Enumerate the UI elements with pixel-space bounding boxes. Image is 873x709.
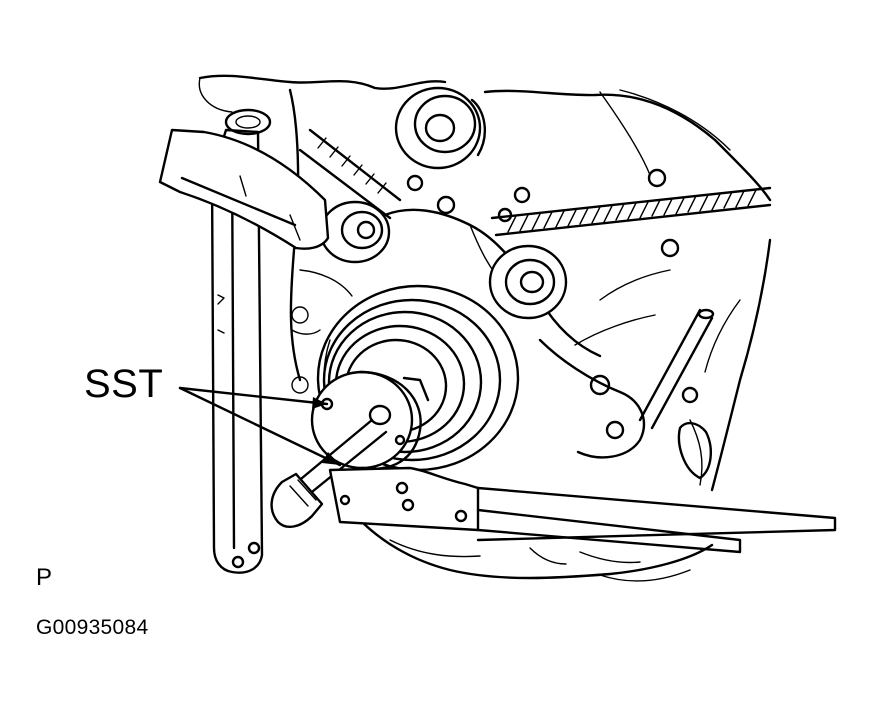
sst-callout-label: SST: [84, 362, 164, 406]
tensioner-pulley: [319, 200, 391, 264]
view-letter-label: P: [36, 564, 53, 591]
figure-id-label: G00935084: [36, 616, 149, 639]
holding-handle: [158, 108, 330, 574]
idler-pulley-upper: [394, 86, 486, 170]
sst-pulley-puller: [270, 370, 837, 554]
sst-callout-leader-lines: [178, 386, 342, 467]
idler-pulley-right: [488, 244, 568, 320]
